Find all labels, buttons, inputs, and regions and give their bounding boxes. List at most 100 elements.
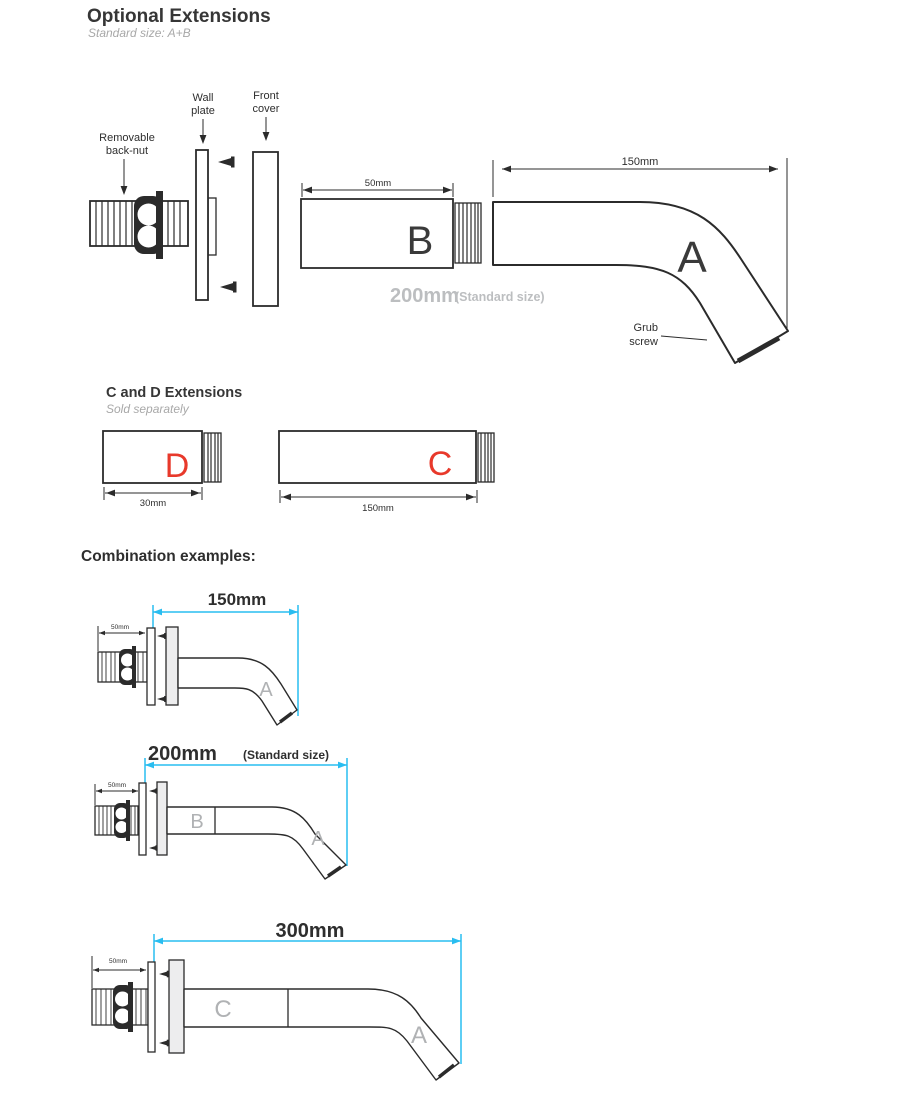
left-arrow-icon [106, 489, 115, 497]
screw-icon [159, 1039, 169, 1047]
back-nut [113, 982, 133, 1032]
combo1-thread-dim-label: 50mm [111, 624, 129, 631]
left-arrow-icon [303, 186, 312, 194]
wall-plate [138, 782, 147, 856]
right-arrow-icon [452, 937, 461, 945]
part-c-dim-label: 150mm [362, 503, 394, 514]
combo-example-300mm: 300mm 50mm C A [91, 920, 462, 1081]
standard-note-label: (Standard size) [455, 290, 545, 304]
combo2-part-b-letter: B [190, 811, 203, 833]
back-nut [114, 800, 130, 841]
part-d-letter: D [165, 447, 190, 485]
exploded-diagram: Removable back-nut Wall plate Front cove… [89, 90, 789, 364]
down-arrow-icon [199, 135, 207, 144]
part-c-thread-hatching [480, 433, 492, 482]
cd-heading: C and D Extensions [106, 385, 242, 401]
screw-icon [220, 281, 237, 293]
down-arrow-icon [262, 132, 270, 141]
page-subtitle: Standard size: A+B [88, 26, 191, 40]
screw-icon [157, 695, 167, 703]
screw-icon [218, 156, 235, 168]
front-cover [165, 626, 179, 706]
spout-tip-aerator [327, 865, 342, 878]
wall-plate [147, 961, 156, 1053]
right-arrow-icon [443, 186, 452, 194]
wall-plate-label-line2: plate [191, 105, 215, 117]
part-b-letter: B [407, 219, 434, 263]
part-d-thread-hatching [207, 433, 219, 482]
right-arrow-icon [338, 761, 347, 769]
screw-icon [149, 788, 158, 794]
wall-plate [146, 627, 156, 706]
combo-example-200mm: 200mm (Standard size) 50mm B [94, 743, 348, 880]
back-nut-label-line2: back-nut [106, 145, 148, 157]
combo2-total-label: 200mm [148, 743, 217, 765]
back-nut-callout: Removable back-nut [99, 132, 155, 195]
front-cover [168, 959, 185, 1054]
part-c-body [278, 430, 477, 484]
front-cover-label-line1: Front [253, 90, 279, 102]
left-arrow-icon [96, 788, 102, 794]
wall-plate-boss [207, 197, 217, 256]
combo1-spout-outline [177, 657, 298, 726]
right-arrow-icon [140, 967, 146, 973]
pipe-thread-hatching [98, 806, 136, 835]
right-arrow-icon [466, 493, 475, 501]
part-c: C 150mm [278, 430, 495, 514]
front-cover-callout: Front cover [253, 90, 280, 141]
combo1-total-label: 150mm [208, 590, 267, 609]
grub-screw-pointer-line [660, 335, 708, 341]
left-arrow-icon [153, 608, 162, 616]
front-cover-label-line2: cover [253, 103, 280, 115]
left-arrow-icon [282, 493, 291, 501]
combo2-note-label: (Standard size) [243, 748, 329, 762]
cd-extensions-section: C and D Extensions Sold separately D 30m… [102, 385, 495, 514]
left-arrow-icon [93, 967, 99, 973]
standard-size-note: 200mm (Standard size) [390, 285, 545, 307]
spout-tip-aerator [278, 711, 294, 724]
threaded-pipe [89, 191, 189, 259]
part-b-dim-label: 50mm [365, 178, 391, 189]
cd-subheading: Sold separately [106, 402, 190, 416]
part-b: 50mm B [300, 178, 482, 269]
grub-screw-label-line2: screw [629, 336, 658, 348]
wall-plate [195, 149, 237, 301]
wall-plate-callout: Wall plate [191, 92, 215, 144]
screw-icon [157, 632, 167, 640]
right-arrow-icon [769, 165, 778, 173]
left-arrow-icon [99, 630, 105, 636]
page-title: Optional Extensions [87, 6, 271, 27]
grub-screw-callout: Grub screw [629, 322, 708, 348]
spout-tip-aerator [437, 1063, 456, 1079]
standard-dim-label: 200mm [390, 285, 459, 307]
grub-screw-label-line1: Grub [634, 322, 658, 334]
combo-example-150mm: 150mm 50mm A [97, 590, 299, 726]
screw-icon [159, 970, 169, 978]
part-c-thread [477, 432, 495, 483]
combo2-spout-outline [166, 806, 347, 880]
spout-tip-aerator [736, 335, 781, 364]
part-b-thread-hatching [458, 203, 479, 263]
part-d-dim-label: 30mm [140, 498, 166, 509]
part-a-dim-label: 150mm [622, 156, 659, 168]
right-arrow-icon [139, 630, 145, 636]
pipe-thread-hatching [95, 989, 147, 1025]
combo2-part-a-letter: A [311, 828, 325, 850]
front-cover [156, 781, 168, 856]
part-a-letter: A [677, 233, 707, 282]
pipe-thread-hatching [101, 652, 144, 682]
combo3-thread-dim-label: 50mm [109, 958, 127, 965]
combo3-total-label: 300mm [276, 920, 345, 942]
combo2-thread-dim-label: 50mm [108, 782, 126, 789]
part-d: D 30mm [102, 430, 222, 509]
combo3-part-a-letter: A [411, 1022, 427, 1049]
combo1-part-a-letter: A [259, 679, 273, 701]
right-arrow-icon [289, 608, 298, 616]
front-cover [252, 151, 279, 307]
screw-icon [149, 845, 158, 851]
left-arrow-icon [154, 937, 163, 945]
combo3-part-c-letter: C [214, 996, 231, 1023]
part-c-letter: C [428, 445, 453, 483]
left-arrow-icon [502, 165, 511, 173]
